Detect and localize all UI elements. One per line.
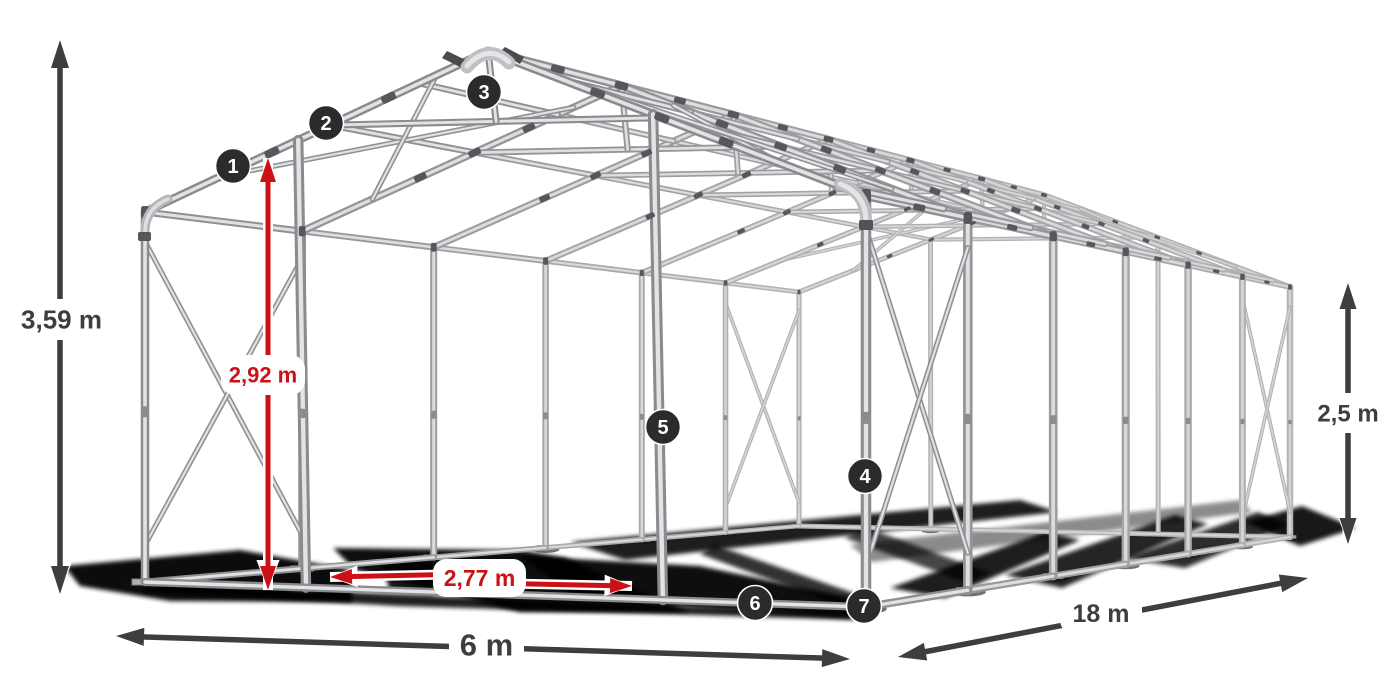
svg-text:18 m: 18 m xyxy=(1073,600,1130,628)
svg-text:2,77 m: 2,77 m xyxy=(444,565,516,591)
svg-text:4: 4 xyxy=(859,466,871,488)
svg-text:3,59 m: 3,59 m xyxy=(21,305,102,335)
svg-text:6: 6 xyxy=(749,593,760,615)
svg-text:1: 1 xyxy=(227,156,238,178)
svg-text:2,92 m: 2,92 m xyxy=(229,363,298,388)
svg-text:2,5 m: 2,5 m xyxy=(1317,400,1378,427)
svg-text:6 m: 6 m xyxy=(460,627,513,662)
svg-text:5: 5 xyxy=(657,417,668,439)
svg-text:7: 7 xyxy=(858,596,869,618)
svg-text:2: 2 xyxy=(320,113,331,135)
svg-text:3: 3 xyxy=(478,82,489,104)
